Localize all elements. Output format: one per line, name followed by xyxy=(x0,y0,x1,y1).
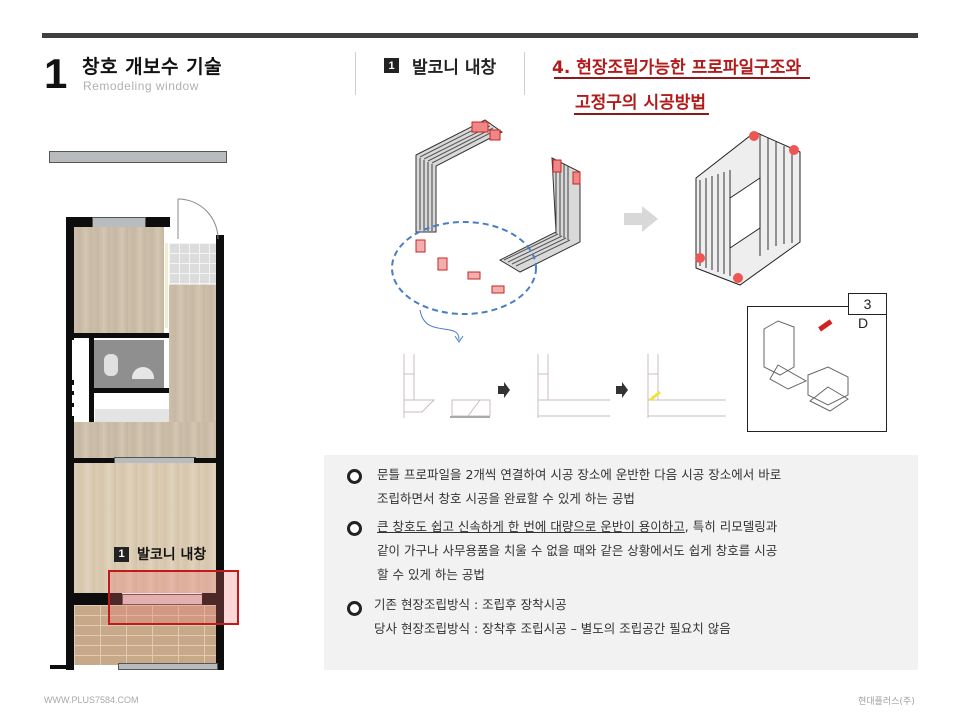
divider xyxy=(524,52,525,95)
bullet-2-line-3: 할 수 있게 하는 공법 xyxy=(377,567,485,582)
section-number: 1 xyxy=(44,50,68,97)
bullet-2-line-2: 같이 가구나 사무용품을 치울 수 없을 때와 같은 상황에서도 쉽게 창호를 … xyxy=(377,543,778,558)
description-panel: 문틀 프로파일을 2개씩 연결하여 시공 장소에 운반한 다음 시공 장소에서 … xyxy=(324,455,918,670)
footer-company: 현대플러스(주) xyxy=(858,697,915,707)
toilet-icon xyxy=(104,354,118,376)
title-underline xyxy=(554,77,810,79)
assembled-frame xyxy=(695,131,801,286)
sub-badge: 1 xyxy=(384,58,399,73)
sink-icon xyxy=(132,367,154,379)
bullet-2-rest: , 특히 리모델링과 xyxy=(684,519,778,534)
room-floor xyxy=(74,422,216,458)
bullet-1-line-2: 조립하면서 창호 시공을 완료할 수 있게 하는 공법 xyxy=(377,491,635,506)
bullet-2-emphasis: 큰 창호도 쉽고 신속하게 한 번에 대량으로 운반이 용이하고 xyxy=(377,519,685,534)
counter xyxy=(95,395,169,409)
wall xyxy=(216,235,224,670)
plan-label: 1 발코니 내창 xyxy=(114,544,206,564)
wall xyxy=(194,458,224,463)
section-subtitle: Remodeling window xyxy=(83,79,199,93)
detail-3d-box xyxy=(747,306,887,432)
section-title: 창호 개보수 기술 xyxy=(82,56,223,78)
bullet-3-line-1: 기존 현장조립방식 : 조립후 장착시공 xyxy=(374,597,567,612)
shelf xyxy=(72,407,89,416)
bullet-icon xyxy=(347,469,362,484)
title-underline xyxy=(574,113,709,115)
wall xyxy=(89,338,94,430)
wall xyxy=(94,388,169,393)
closet xyxy=(72,340,89,380)
detail-3d-tag: 3 xyxy=(848,293,887,315)
plan-label-badge: 1 xyxy=(114,546,129,562)
door-swing-icon xyxy=(177,198,219,240)
hall-floor xyxy=(169,285,216,445)
wall xyxy=(144,217,170,227)
balcony-window-highlight xyxy=(108,570,239,625)
connector-pieces xyxy=(415,239,505,294)
bullet-icon xyxy=(347,601,362,616)
bullet-icon xyxy=(347,521,362,536)
balcony-floor xyxy=(74,605,216,665)
wall xyxy=(50,665,74,669)
detail-3d-tag-2: D xyxy=(858,315,869,331)
step-arrow-icon xyxy=(616,382,628,398)
wall xyxy=(66,217,92,227)
dashed-circle xyxy=(391,221,537,315)
shelf xyxy=(72,385,89,391)
topic-title-line2: 고정구의 시공방법 xyxy=(575,93,707,113)
bullet-3-line-2: 당사 현장조립방식 : 장착후 조립시공 – 별도의 조립공간 필요치 않음 xyxy=(374,621,731,636)
kitchen-sink xyxy=(95,409,169,422)
fixture-3d-icon xyxy=(763,319,849,412)
divider xyxy=(355,52,356,95)
right-arrow-icon xyxy=(624,206,658,232)
curved-arrow-icon xyxy=(419,309,460,341)
entry-tile xyxy=(169,243,216,285)
room-floor xyxy=(74,227,164,333)
header-bar xyxy=(42,33,918,38)
window-elevation xyxy=(49,151,227,163)
wall xyxy=(74,333,169,338)
balcony-outer-window xyxy=(118,663,218,670)
step-arrow-icon xyxy=(498,382,510,398)
wall xyxy=(66,217,74,670)
plan-label-text: 발코니 내창 xyxy=(137,547,207,563)
topic-title-line1: 4. 현장조립가능한 프로파일구조와 xyxy=(552,58,802,78)
bullet-2-line-1: 큰 창호도 쉽고 신속하게 한 번에 대량으로 운반이 용이하고, 특히 리모델… xyxy=(377,515,777,539)
wall xyxy=(202,593,224,605)
assembly-steps xyxy=(403,354,726,418)
profile-l-left xyxy=(415,119,503,233)
shelf xyxy=(72,395,89,403)
wall xyxy=(66,458,114,463)
footer-website: WWW.PLUS7584.COM xyxy=(44,695,139,705)
partition xyxy=(165,243,168,328)
bullet-1-line-1: 문틀 프로파일을 2개씩 연결하여 시공 장소에 운반한 다음 시공 장소에서 … xyxy=(377,467,782,482)
profile-assembly-diagram xyxy=(391,119,801,418)
profile-l-right xyxy=(498,157,581,273)
sub-heading: 발코니 내창 xyxy=(412,58,497,78)
